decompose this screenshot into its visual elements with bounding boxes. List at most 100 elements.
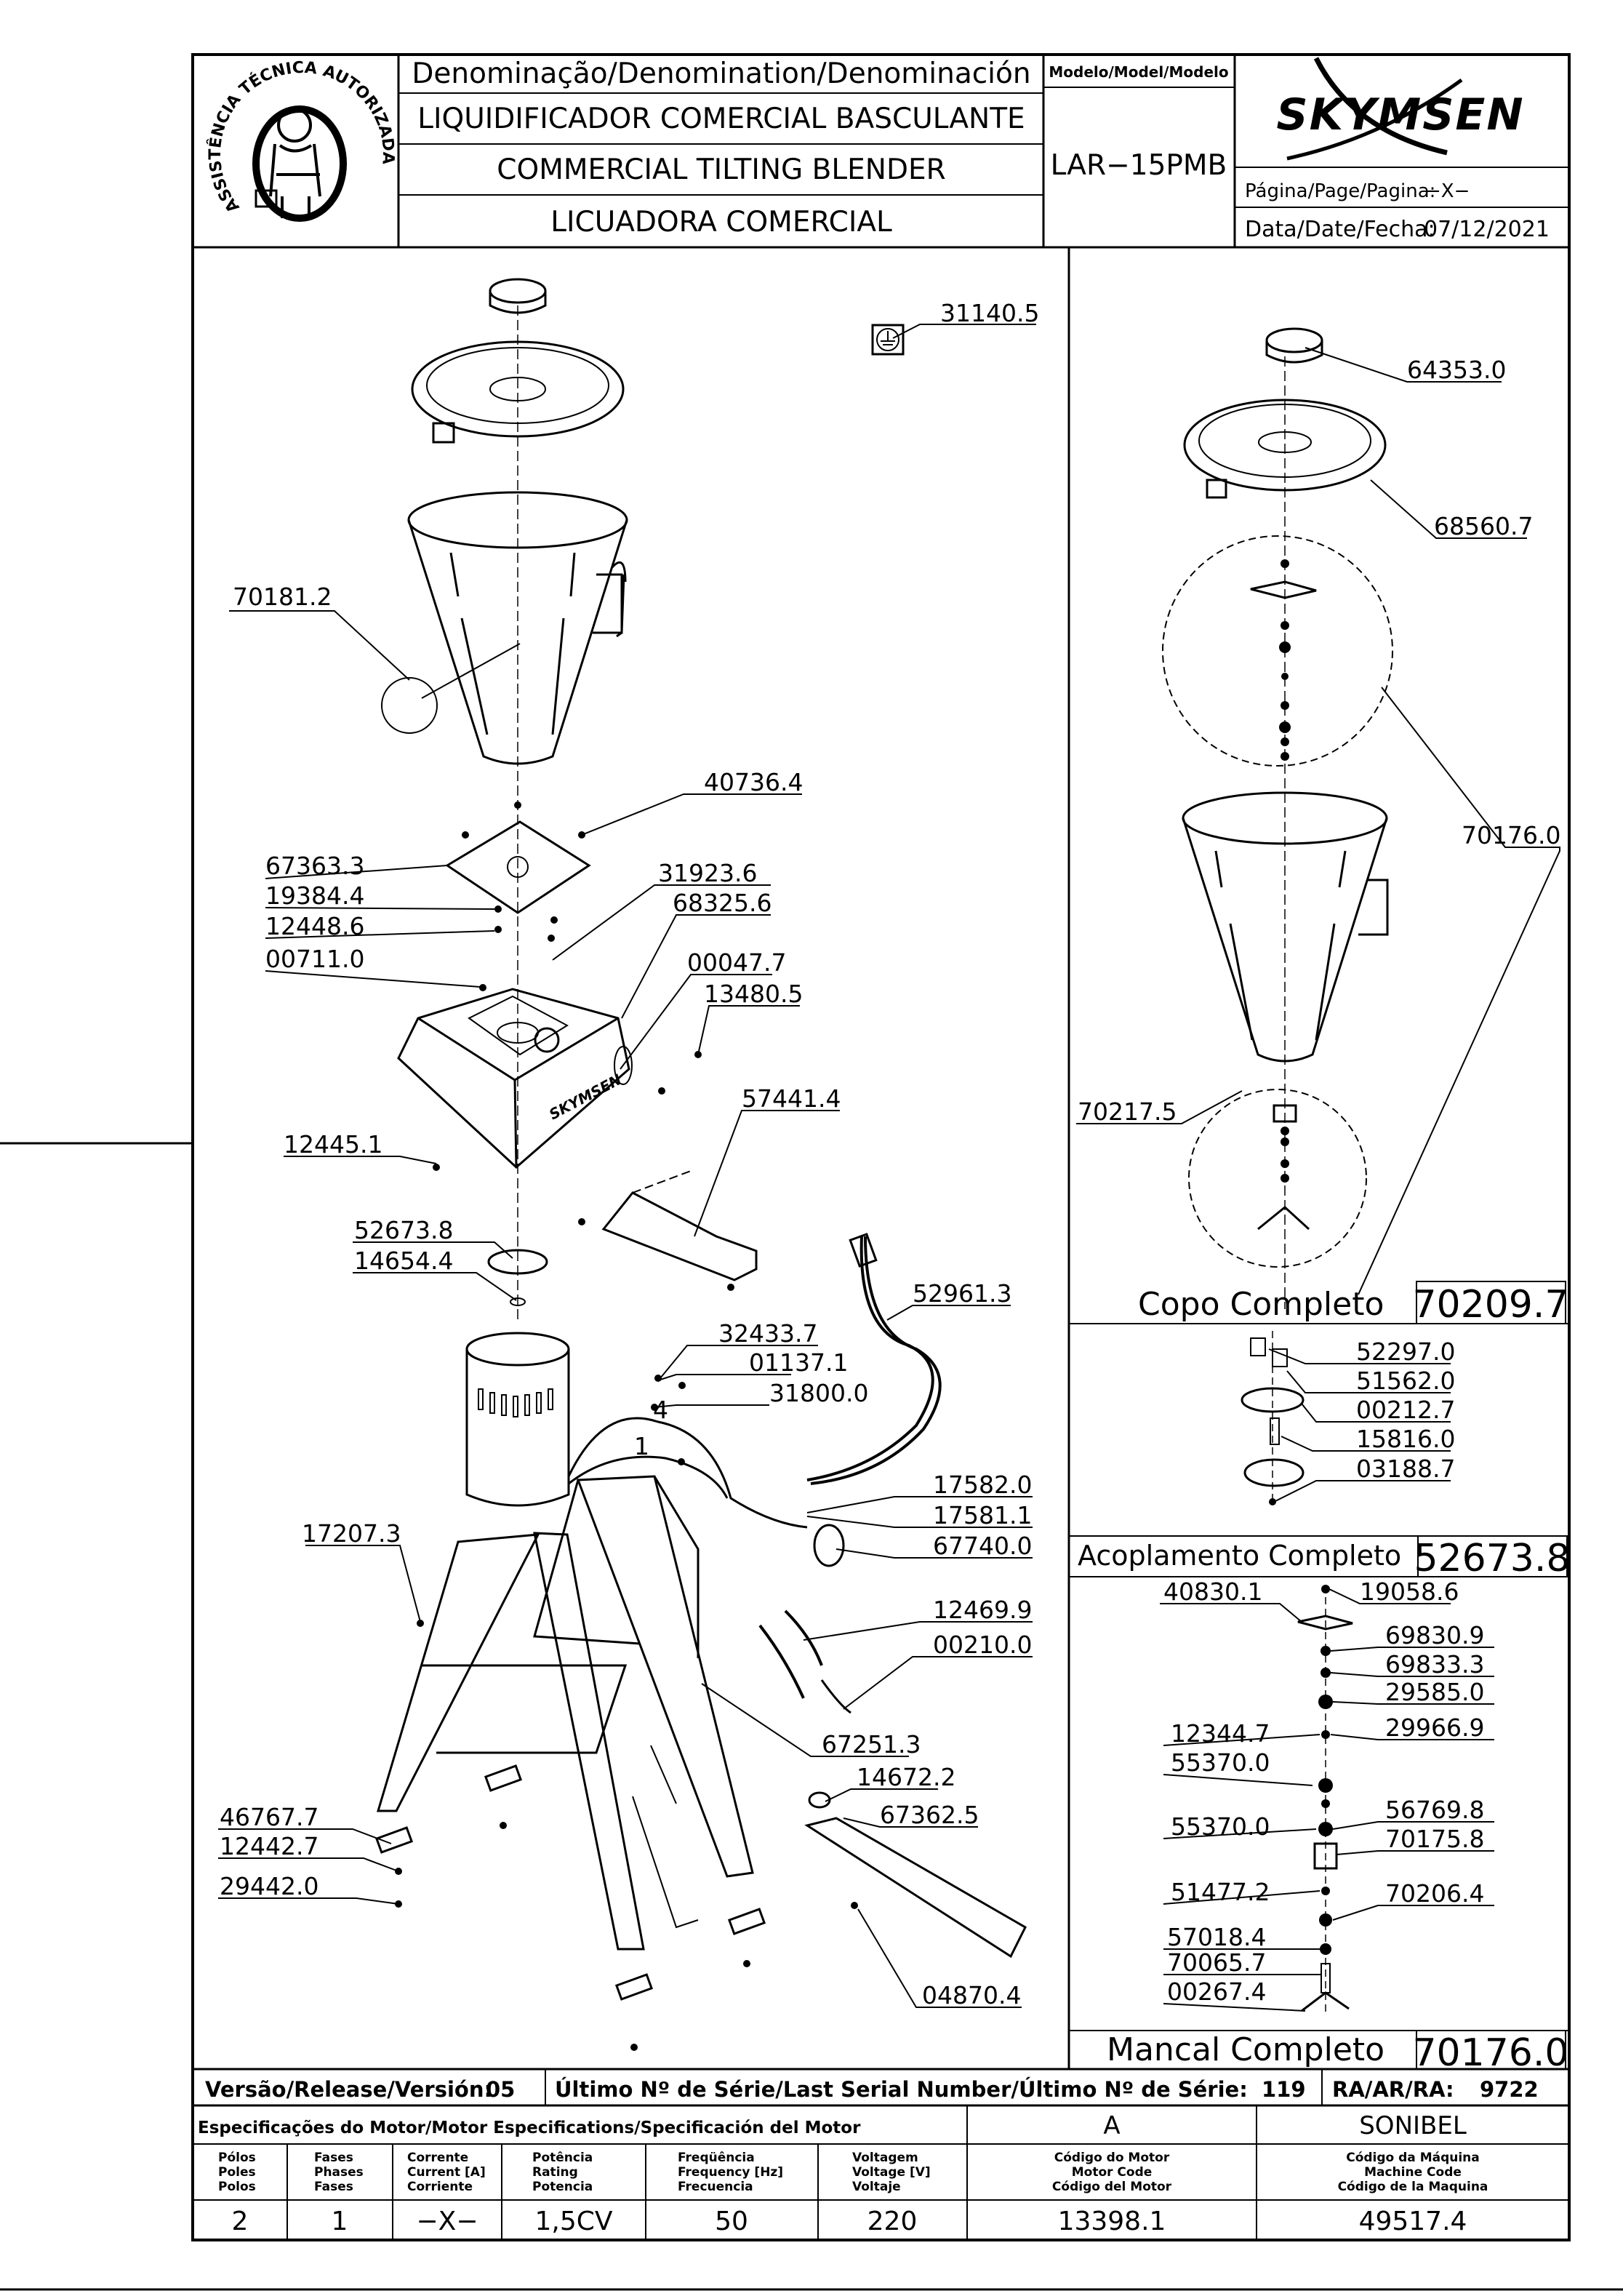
svg-text:Corriente: Corriente: [407, 2180, 473, 2194]
svg-text:Voltage [V]: Voltage [V]: [852, 2165, 931, 2180]
part-label: 67362.5: [880, 1801, 979, 1829]
svg-text:Voltaje: Voltaje: [852, 2180, 901, 2194]
part-label: 13480.5: [704, 980, 803, 1008]
part-label: 17582.0: [933, 1471, 1032, 1499]
col-motor-code-header: Código do Motor Motor Code Código del Mo…: [1052, 2151, 1172, 2194]
col-voltage-header: Voltagem Voltage [V] Voltaje: [852, 2151, 931, 2194]
svg-text:Frecuencia: Frecuencia: [678, 2180, 753, 2194]
svg-text:Current [A]: Current [A]: [407, 2165, 486, 2180]
part-label: 40830.1: [1163, 1577, 1262, 1606]
wire-number: 1: [634, 1432, 649, 1460]
subassembly-captions: Copo Completo 70209.7 Acoplamento Comple…: [1078, 1281, 1571, 2075]
wire-number: 4: [653, 1396, 668, 1424]
part-label: 12442.7: [220, 1832, 318, 1860]
part-label: 00212.7: [1356, 1396, 1455, 1424]
part-label: 70217.5: [1078, 1097, 1177, 1126]
machine-code-value: 49517.4: [1359, 2207, 1467, 2236]
part-label: 29442.0: [220, 1872, 318, 1900]
part-label: 70181.2: [233, 583, 332, 611]
model-value: LAR−15PMB: [1051, 149, 1227, 182]
product-name-pt: LIQUIDIFICADOR COMERCIAL BASCULANTE: [417, 103, 1025, 135]
svg-text:Frequency [Hz]: Frequency [Hz]: [678, 2165, 783, 2180]
copo-completo-label: Copo Completo: [1138, 1286, 1384, 1323]
part-label: 31800.0: [769, 1379, 868, 1407]
part-label: 19384.4: [265, 881, 364, 910]
svg-text:Motor Code: Motor Code: [1072, 2165, 1153, 2180]
svg-text:Freqüência: Freqüência: [678, 2151, 755, 2165]
acoplamento-completo-code: 52673.8: [1414, 1537, 1570, 1580]
part-label: 64353.0: [1407, 356, 1506, 384]
part-label: 67740.0: [933, 1532, 1032, 1560]
svg-text:Potencia: Potencia: [532, 2180, 593, 2194]
part-label: 00047.7: [687, 948, 786, 977]
acoplamento-completo-label: Acoplamento Completo: [1078, 1540, 1401, 1572]
current-value: −X−: [417, 2207, 478, 2236]
part-label: 67363.3: [265, 852, 364, 880]
part-label: 52961.3: [913, 1279, 1011, 1308]
part-label: 00210.0: [933, 1631, 1032, 1659]
part-label: 69833.3: [1385, 1650, 1484, 1679]
col-poles-header: Pólos Poles Polos: [218, 2151, 256, 2194]
denomination-label: Denominação/Denomination/Denominación: [412, 57, 1030, 90]
bearing-assembly-view: [1297, 1585, 1353, 2015]
svg-text:Código del Motor: Código del Motor: [1052, 2180, 1172, 2194]
coupling-assembly-view: [1241, 1331, 1305, 1505]
part-label: 01137.1: [749, 1348, 848, 1377]
motor-spec-label: Especificações do Motor/Motor Especifica…: [198, 2119, 861, 2137]
part-label: 56769.8: [1385, 1796, 1484, 1824]
part-label: 17207.3: [302, 1519, 401, 1548]
technician-seal-icon: ASSISTÊNCIA TÉCNICA AUTORIZADA: [206, 59, 397, 222]
svg-text:Machine Code: Machine Code: [1364, 2165, 1462, 2180]
part-label: 12445.1: [284, 1130, 382, 1159]
sheet-frame: [0, 53, 1623, 2291]
phases-value: 1: [332, 2207, 348, 2236]
ra-value: 9722: [1480, 2077, 1539, 2102]
svg-text:Código do Motor: Código do Motor: [1054, 2151, 1170, 2165]
part-label: 55370.0: [1171, 1748, 1270, 1777]
svg-text:Código de la Maquina: Código de la Maquina: [1338, 2180, 1488, 2194]
part-label: 31140.5: [940, 299, 1039, 327]
part-label: 40736.4: [704, 768, 803, 796]
svg-text:ASSISTÊNCIA TÉCNICA AUTORIZADA: ASSISTÊNCIA TÉCNICA AUTORIZADA: [206, 59, 397, 216]
motor-letter: A: [1103, 2111, 1120, 2140]
part-label: 52673.8: [354, 1216, 453, 1244]
part-number-labels: 31140.5 70181.2 40736.4 67363.3 19384.4 …: [220, 299, 1560, 2009]
col-current-header: Corrente Current [A] Corriente: [407, 2151, 486, 2194]
part-label: 57441.4: [742, 1084, 841, 1113]
part-label: 15816.0: [1356, 1425, 1455, 1453]
frequency-value: 50: [715, 2207, 748, 2236]
part-label: 51562.0: [1356, 1367, 1455, 1395]
callout-leaders: [218, 324, 1560, 2012]
svg-text:Rating: Rating: [532, 2165, 578, 2180]
svg-text:Pólos: Pólos: [218, 2151, 256, 2165]
footer-table: Versão/Release/Versión: 05 Último Nº de …: [193, 2068, 1569, 2240]
page-label: Página/Page/Pagina:: [1245, 180, 1435, 202]
part-label: 70175.8: [1385, 1825, 1484, 1853]
product-name-en: COMMERCIAL TILTING BLENDER: [497, 153, 945, 186]
part-label: 57018.4: [1167, 1923, 1266, 1951]
part-label: 70206.4: [1385, 1879, 1484, 1908]
serial-label: Último Nº de Série/Last Serial Number/Úl…: [555, 2077, 1248, 2102]
part-label: 46767.7: [220, 1803, 318, 1831]
part-label: 32433.7: [718, 1319, 817, 1348]
part-label: 14672.2: [857, 1763, 955, 1791]
rating-value: 1,5CV: [534, 2207, 612, 2236]
mancal-completo-code: 70176.0: [1412, 2031, 1568, 2075]
release-label: Versão/Release/Versión:: [205, 2077, 492, 2102]
part-label: 52297.0: [1356, 1337, 1455, 1366]
voltage-value: 220: [867, 2207, 918, 2236]
part-label: 14654.4: [354, 1247, 453, 1275]
svg-text:Fases: Fases: [314, 2180, 353, 2194]
svg-text:Código da Máquina: Código da Máquina: [1346, 2151, 1480, 2165]
mancal-completo-label: Mancal Completo: [1107, 2031, 1384, 2068]
seal-text: ASSISTÊNCIA TÉCNICA AUTORIZADA: [206, 59, 397, 216]
part-label: 04870.4: [922, 1981, 1021, 2009]
model-label: Modelo/Model/Modelo: [1049, 63, 1228, 81]
part-label: 29966.9: [1385, 1713, 1484, 1742]
svg-text:Fases: Fases: [314, 2151, 353, 2165]
col-machine-code-header: Código da Máquina Machine Code Código de…: [1338, 2151, 1488, 2194]
part-label: 55370.0: [1171, 1812, 1270, 1841]
svg-text:Poles: Poles: [218, 2165, 256, 2180]
part-label: 03188.7: [1356, 1455, 1455, 1483]
